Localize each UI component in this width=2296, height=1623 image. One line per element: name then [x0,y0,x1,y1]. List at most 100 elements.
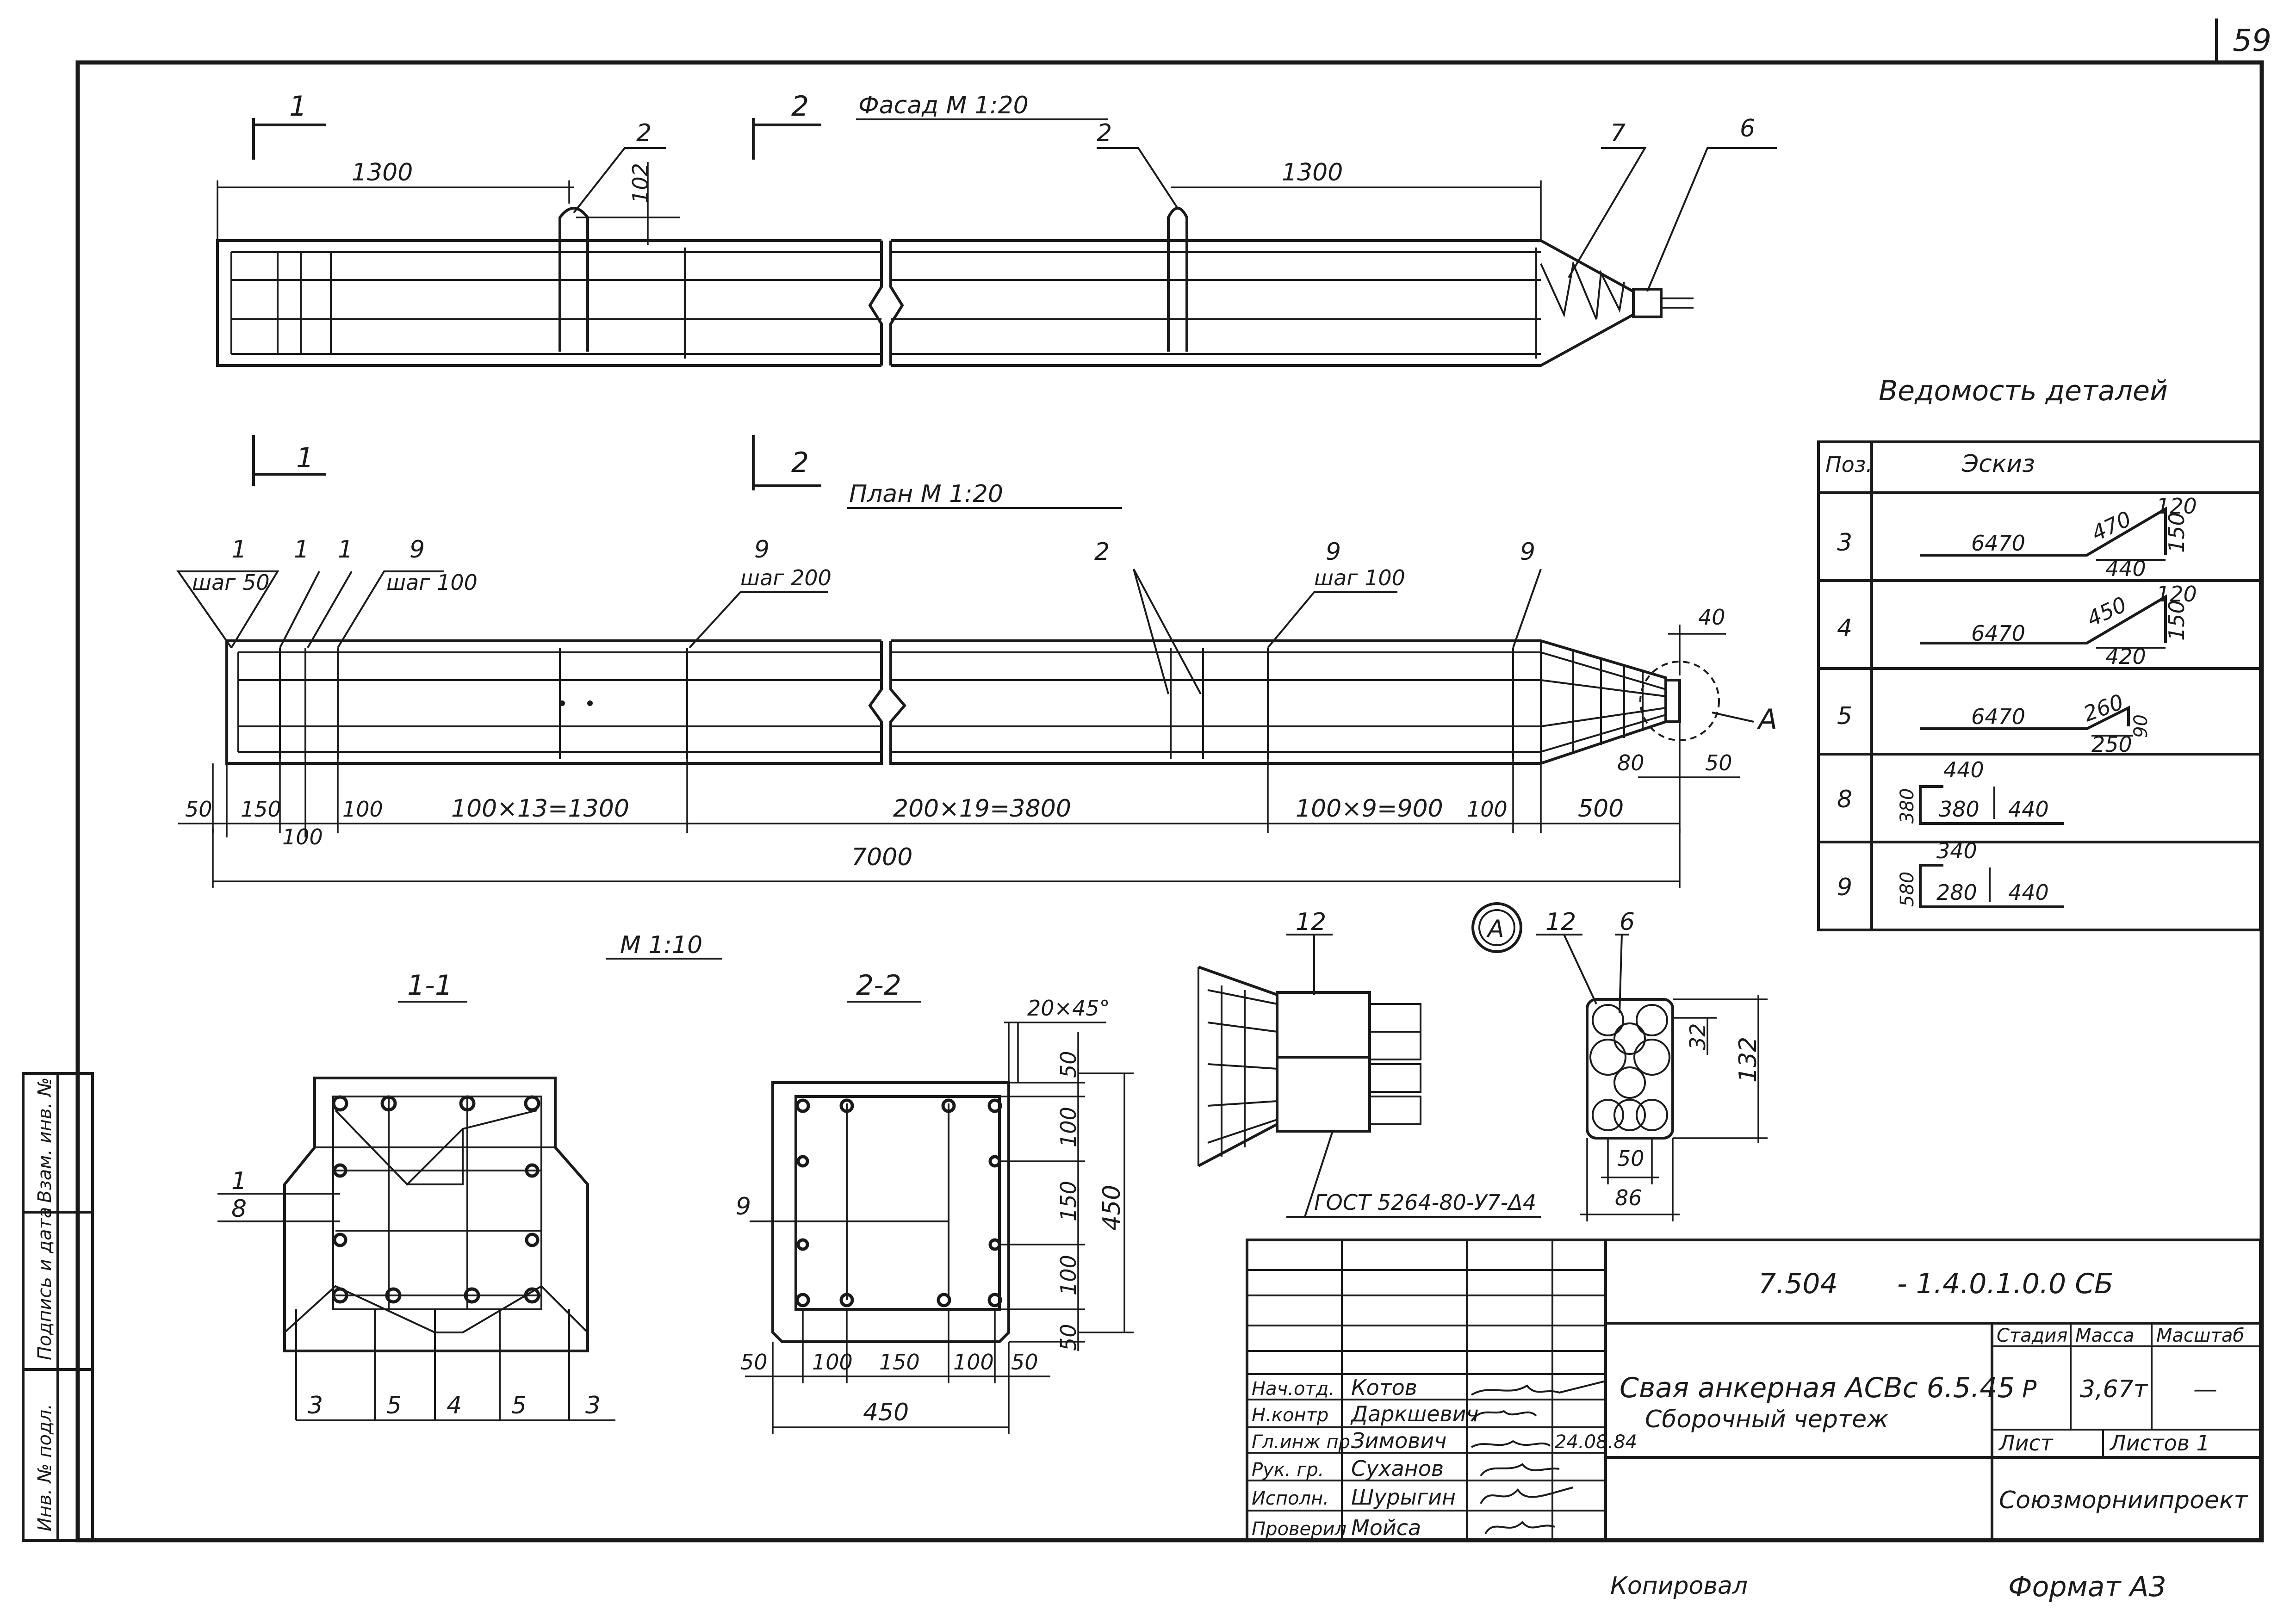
details-row4-c: 120 [2156,582,2197,607]
plan-dim-7000: 7000 [851,843,912,871]
title-block: 7.504 - 1.4.0.1.0.0 СБ Свая анкерная АСВ… [1246,1239,2262,1542]
stamp-mass-head: Масса [2075,1325,2135,1346]
copied-label: Копировал [1610,1572,1748,1600]
details-row3-c: 120 [2156,494,2197,519]
stamp-name-3: Суханов [1351,1456,1444,1481]
plan-dim-1300: 100×13=1300 [451,795,629,823]
s22-v100a: 100 [1056,1107,1081,1147]
plan-leader-9c: 9 [1326,538,1341,566]
facade-pos2a: 2 [636,119,652,147]
details-row8-b: 380 [1897,788,1918,824]
facade-cut1-label: 1 [289,90,307,123]
node-a-gost: ГОСТ 5264-80-У7-Δ4 [1314,1190,1536,1215]
plan-leader-9b: 9 [754,536,769,564]
signature-0 [1471,1380,1606,1396]
s11-label-5a: 5 [386,1392,402,1419]
details-row9-b: 580 [1897,872,1918,907]
details-head-sketch: Эскиз [1961,450,2035,478]
node-a-pos12a: 12 [1296,908,1326,936]
plan-dim-40: 40 [1698,605,1725,630]
s22-h50a: 50 [740,1350,768,1375]
stamp-scale: — [2193,1375,2217,1403]
s22-h100b: 100 [953,1350,994,1375]
signature-2 [1471,1440,1551,1448]
facade-pos7: 7 [1610,119,1626,147]
stamp-role-3: Рук. гр. [1252,1459,1324,1481]
plan-dim-50b: 50 [1705,750,1732,775]
signature-1 [1471,1410,1537,1422]
details-row9-d: 440 [2008,880,2049,905]
stamp-stage-head: Стадия [1997,1325,2067,1346]
section-22-title: 2-2 [856,969,901,1002]
signature-5 [1484,1521,1555,1535]
node-a-d132: 132 [1734,1037,1762,1083]
details-row3-a: 6470 [1971,531,2025,556]
stamp-name-0: Котов [1351,1375,1417,1400]
s22-v100b: 100 [1056,1255,1081,1295]
node-a-pos12b: 12 [1545,908,1576,936]
stamp-date: 24.08.84 [1555,1431,1637,1453]
details-row4-d: 150 [2164,600,2189,641]
stamp-mass: 3,67т [2080,1375,2148,1403]
side-stamp: Инв. № подл. Подпись и дата Взам. инв. № [22,1072,94,1542]
plan-leader-9d: 9 [1520,538,1535,566]
s11-label-8: 8 [231,1195,247,1223]
details-row8-d: 440 [2008,797,2049,822]
side-stamp-replace: Взам. инв. № [34,1077,56,1203]
plan-dim-50: 50 [185,797,212,822]
details-row3-d: 150 [2164,512,2189,553]
stamp-name-2: Зимович [1351,1428,1446,1453]
stamp-code-prefix: 7.504 [1758,1268,1838,1300]
signature-3 [1480,1463,1560,1477]
plan-leader-2: 2 [1094,538,1110,566]
node-a: 12 ГОСТ 5264-80-У7-Δ4 А 12 6 32 132 50 8… [1198,902,1768,1221]
s22-chamfer: 20×45° [1027,996,1110,1021]
s22-h450: 450 [863,1399,909,1426]
details-row9-c: 280 [1936,880,1977,905]
details-row5-b: 260 [2080,689,2127,727]
facade-dim-right: 1300 [1282,159,1343,186]
plan-cut2-label: 2 [791,446,809,479]
plan-leader-step100b: шаг 100 [1314,565,1405,590]
plan-leader-step50: шаг 50 [192,570,270,595]
node-a-d32: 32 [1685,1023,1710,1050]
details-row5-c: 90 [2130,714,2152,738]
plan-leader-1c: 1 [338,536,353,564]
plan-leader-1: 1 [231,536,247,564]
details-row8-a: 440 [1943,757,1984,782]
facade-title: Фасад М 1:20 [858,92,1029,119]
details-row4-pos: 4 [1837,614,1852,642]
stamp-role-4: Исполн. [1252,1488,1329,1509]
plan-dim-100c: 100 [1467,797,1508,822]
details-row3-e: 440 [2105,556,2146,581]
stamp-name-4: Шурыгин [1351,1485,1456,1510]
plan-dim-500: 500 [1578,795,1624,823]
sheet-frame: 59 [75,19,2271,1542]
s22-v150: 150 [1056,1181,1081,1221]
node-a-d86: 86 [1615,1185,1642,1210]
details-row4-e: 420 [2105,644,2146,669]
stamp-name-1: Даркшевич [1350,1401,1479,1426]
section-11-title: 1-1 [407,969,453,1002]
format-label: Формат А3 [2008,1571,2166,1603]
plan-title: План М 1:20 [849,480,1003,508]
s22-h100a: 100 [812,1350,853,1375]
s11-label-4: 4 [447,1392,462,1419]
plan-dim-900: 100×9=900 [1296,795,1443,823]
sections: М 1:10 1-1 2-2 1 8 3 5 4 5 3 9 20×45° [217,931,1134,1434]
s11-label-3a: 3 [308,1392,323,1419]
details-head-pos: Поз. [1825,452,1873,477]
facade-pos6: 6 [1740,115,1755,142]
sections-scale: М 1:10 [620,931,702,959]
s22-h50b: 50 [1011,1350,1038,1375]
facade-dim-left: 1300 [352,159,413,186]
signature-4 [1480,1487,1574,1504]
s22-label-9: 9 [736,1193,751,1220]
details-row4-b: 450 [2083,592,2130,632]
s22-v450: 450 [1098,1185,1126,1231]
stamp-role-0: Нач.отд. [1252,1378,1334,1400]
stamp-role-2: Гл.инж пр. [1252,1431,1356,1453]
plan-leader-step200: шаг 200 [740,565,832,590]
details-row5-pos: 5 [1837,702,1852,730]
